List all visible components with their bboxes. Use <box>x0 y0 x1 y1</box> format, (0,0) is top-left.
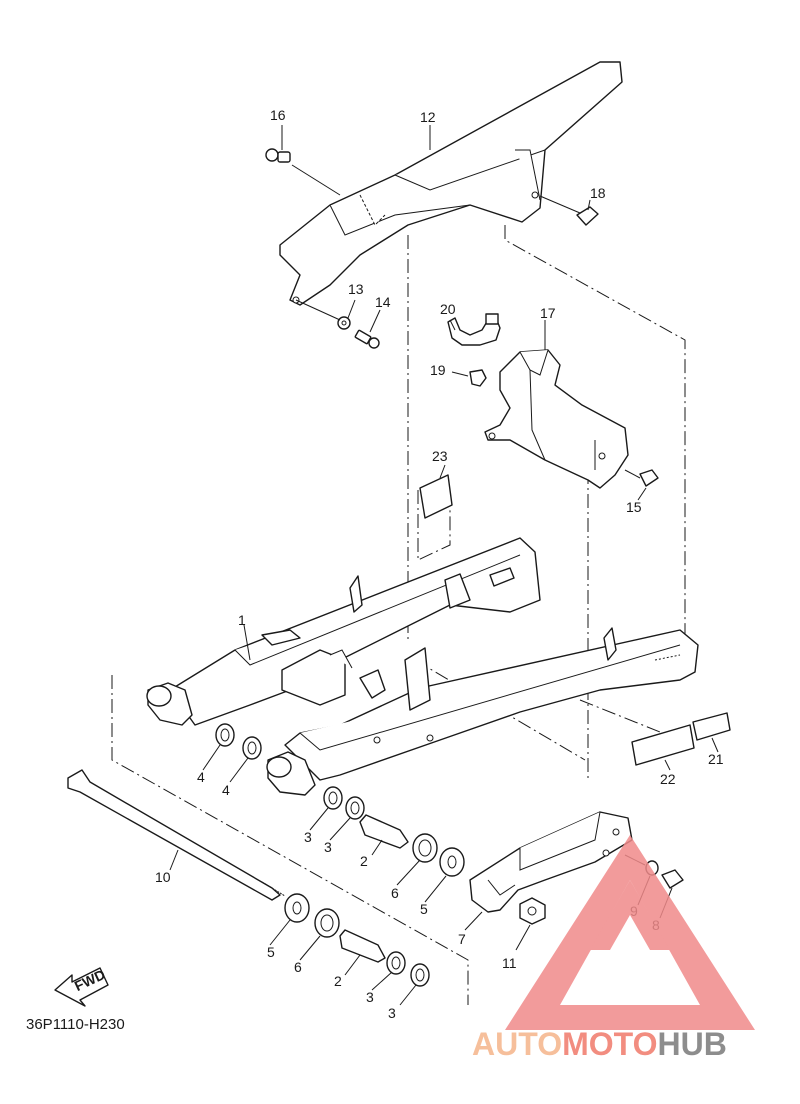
callout-22: 22 <box>660 771 676 787</box>
bushing-4b-part <box>242 736 262 760</box>
label-22-part <box>631 724 695 766</box>
callout-3a: 3 <box>304 829 312 845</box>
callout-23: 23 <box>432 448 448 464</box>
callout-19: 19 <box>430 362 446 378</box>
chain-slider-part <box>469 811 633 913</box>
assembly-lines <box>111 225 686 1005</box>
diagram-code: 36P1110-H230 <box>26 1016 125 1033</box>
washer-13-part <box>337 316 351 330</box>
bushing-3b-part <box>345 796 365 820</box>
svg-text:AUTOMOTOHUB: AUTOMOTOHUB <box>472 1026 727 1062</box>
seal-6b-part <box>314 908 340 938</box>
callout-5b: 5 <box>267 944 275 960</box>
callout-labels: 1 2 2 3 3 3 3 4 4 5 5 6 6 7 8 9 10 11 12… <box>155 107 724 1021</box>
callout-2b: 2 <box>334 973 342 989</box>
callout-3b: 3 <box>324 839 332 855</box>
bracket-17-part <box>484 349 629 489</box>
swing-arm-part <box>146 537 699 796</box>
callout-21: 21 <box>708 751 724 767</box>
callout-18: 18 <box>590 185 606 201</box>
callout-6a: 6 <box>391 885 399 901</box>
clamp-20-part <box>447 313 501 346</box>
bushing-3a-part <box>323 786 343 810</box>
collar-2b-part <box>339 929 386 963</box>
callout-2a: 2 <box>360 853 368 869</box>
bolt-18-part <box>539 195 599 226</box>
callout-10: 10 <box>155 869 171 885</box>
callout-4a: 4 <box>197 769 205 785</box>
bolt-16-part <box>265 148 341 196</box>
callout-20: 20 <box>440 301 456 317</box>
callout-14: 14 <box>375 294 391 310</box>
watermark-moto: MOTO <box>562 1026 657 1062</box>
pivot-shaft-part <box>67 769 286 901</box>
watermark-logo: AUTOMOTOHUB <box>472 835 755 1062</box>
callout-3d: 3 <box>388 1005 396 1021</box>
bushing-3d-part <box>410 963 430 987</box>
label-21-part <box>692 712 731 741</box>
washer-5a-part <box>439 847 465 877</box>
bolt-15-part <box>624 469 659 487</box>
callout-5a: 5 <box>420 901 428 917</box>
nut-11-part <box>519 897 546 925</box>
watermark-auto: AUTO <box>472 1026 562 1062</box>
callout-7: 7 <box>458 931 466 947</box>
callout-1: 1 <box>238 612 246 628</box>
callout-16: 16 <box>270 107 286 123</box>
watermark-hub: HUB <box>657 1026 726 1062</box>
callout-15: 15 <box>626 499 642 515</box>
chain-guard-part <box>279 61 623 306</box>
seal-6a-part <box>412 833 438 863</box>
callout-11: 11 <box>502 955 517 971</box>
bushing-4a-part <box>215 723 235 747</box>
callout-12: 12 <box>420 109 436 125</box>
bushing-3c-part <box>386 951 406 975</box>
bolt-14-part <box>295 299 380 349</box>
callout-17: 17 <box>540 305 556 321</box>
watermark-triangle-icon <box>505 835 755 1030</box>
washer-5b-part <box>284 893 310 923</box>
callout-4b: 4 <box>222 782 230 798</box>
callout-6b: 6 <box>294 959 302 975</box>
fwd-arrow-icon: FWD <box>54 966 109 1007</box>
collar-2a-part <box>359 814 409 849</box>
callout-3c: 3 <box>366 989 374 1005</box>
label-23-part <box>419 474 453 519</box>
callout-13: 13 <box>348 281 364 297</box>
bolt-19-part <box>469 369 487 387</box>
